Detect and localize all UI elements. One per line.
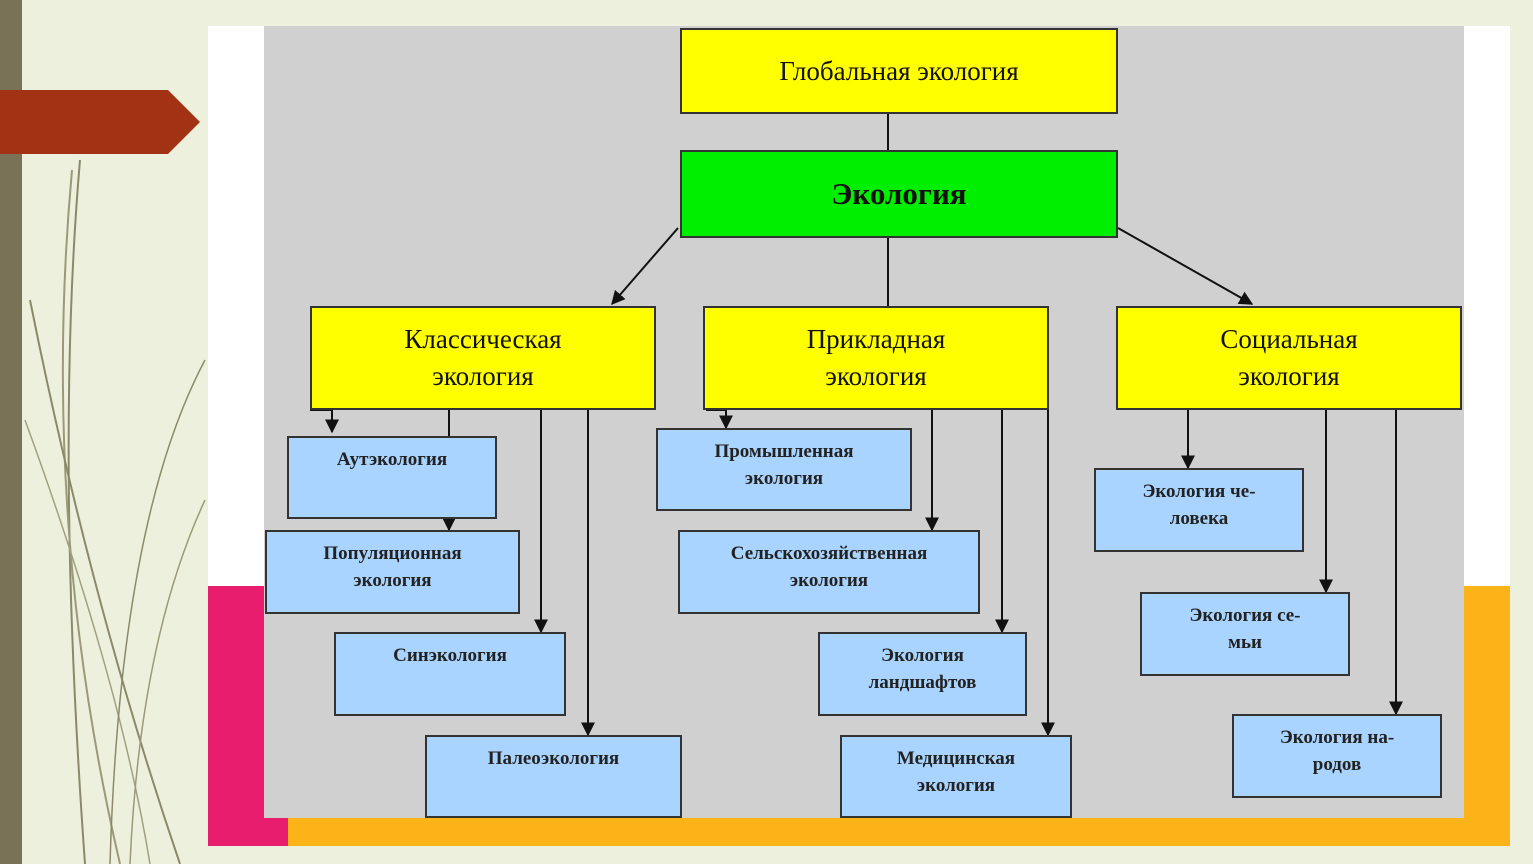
decorative-curves (24, 159, 206, 864)
slide-tab-arrow (0, 90, 200, 154)
slide-left-bar (0, 0, 22, 864)
leaf-autecology: Аутэкология (287, 436, 497, 519)
leaf-family-ecology: Экология се- мьи (1140, 592, 1350, 676)
leaf-paleoecology: Палеоэкология (425, 735, 682, 818)
leaf-landscape-ecology: Экология ландшафтов (818, 632, 1027, 716)
leaf-human-ecology: Экология че- ловека (1094, 468, 1304, 552)
ecology-center-box: Экология (680, 150, 1118, 238)
leaf-peoples-ecology: Экология на- родов (1232, 714, 1442, 798)
leaf-medical-ecology: Медицинская экология (840, 735, 1072, 818)
applied-ecology-box: Прикладная экология (703, 306, 1049, 410)
leaf-agricultural-ecology: Сельскохозяйственная экология (678, 530, 980, 614)
leaf-industrial-ecology: Промышленная экология (656, 428, 912, 511)
leaf-synecology: Синэкология (334, 632, 566, 716)
global-ecology-box: Глобальная экология (680, 28, 1118, 114)
classical-ecology-box: Классическая экология (310, 306, 656, 410)
diagram-frame: Глобальная экология Экология Классическа… (208, 26, 1510, 846)
social-ecology-box: Социальная экология (1116, 306, 1462, 410)
leaf-population-ecology: Популяционная экология (265, 530, 520, 614)
